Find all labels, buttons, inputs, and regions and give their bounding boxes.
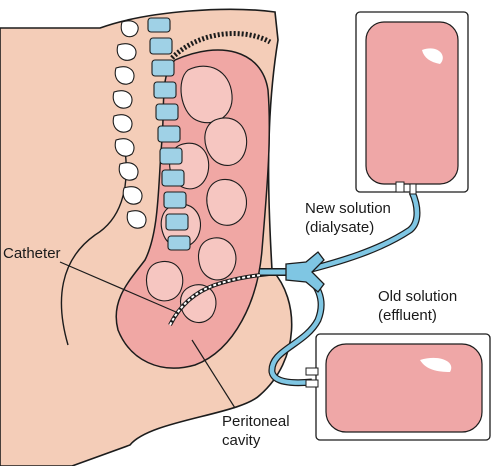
label-new-solution-1: New solution: [305, 200, 391, 217]
label-peritoneal-1: Peritoneal: [222, 413, 290, 430]
old-bag-fluid: [325, 343, 483, 433]
new-bag-highlight: [422, 48, 443, 64]
label-old-solution-1: Old solution: [378, 288, 457, 305]
old-bag-highlight: [420, 357, 452, 372]
spine: [147, 17, 191, 251]
y-connector: [285, 251, 325, 293]
vertebral-processes: [112, 20, 147, 229]
peritoneal-leader: [191, 339, 236, 409]
abdominal-wall: [60, 149, 127, 346]
catheter-leader: [59, 261, 177, 313]
tube-to-old-bag: [269, 270, 324, 385]
new-bag-fluid: [365, 21, 459, 185]
leader-lines: [59, 261, 236, 409]
colon: [170, 31, 272, 60]
new-solution-bag: [355, 11, 469, 195]
label-catheter: Catheter: [3, 245, 61, 262]
old-solution-bag: [305, 333, 491, 441]
label-new-solution-2: (dialysate): [305, 219, 374, 236]
tubing: [260, 190, 421, 387]
labels: New solution (dialysate) Old solution (e…: [3, 200, 457, 449]
label-peritoneal-2: cavity: [222, 432, 261, 449]
label-old-solution-2: (effluent): [378, 307, 437, 324]
tube-to-new-bag: [299, 191, 420, 275]
body-cross-section: [0, 8, 293, 466]
